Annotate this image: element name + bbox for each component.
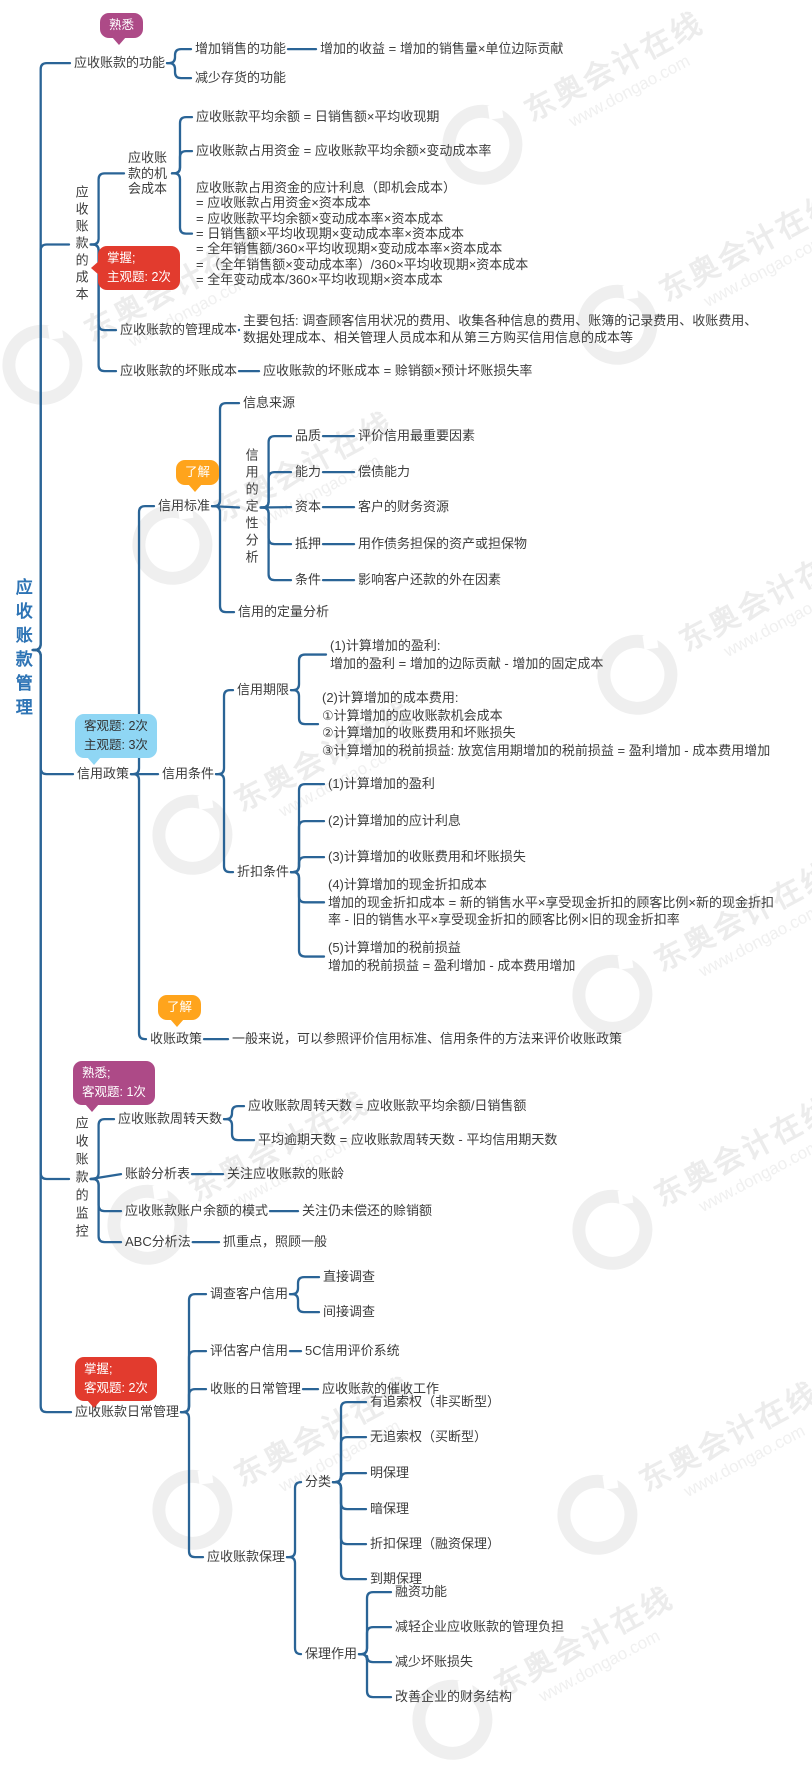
topic-q4-desc[interactable]: 用作债务担保的资产或担保物	[358, 536, 528, 551]
badge-b4-familiar: 熟悉; 客观题: 1次	[73, 1061, 155, 1111]
topic-b2c2-desc[interactable]: 主要包括: 调查顾客信用状况的费用、收集各种信息的费用、账簿的记录费用、收账费用…	[243, 313, 758, 345]
topic-b4c4[interactable]: ABC分析法	[125, 1234, 191, 1249]
topic-b5c4s1[interactable]: 分类	[305, 1474, 332, 1489]
topic-a1[interactable]: 融资功能	[395, 1584, 448, 1599]
topic-q5[interactable]: 条件	[295, 572, 322, 587]
topic-q5-desc[interactable]: 影响客户还款的外在因素	[358, 572, 502, 587]
topic-a2[interactable]: 减轻企业应收账款的管理负担	[395, 1619, 565, 1634]
topic-b2c2[interactable]: 应收账款的管理成本	[120, 322, 238, 337]
topic-q1-desc[interactable]: 评价信用最重要因素	[358, 428, 476, 443]
topic-b3c2s1[interactable]: 信用期限	[237, 682, 290, 697]
topic-b4c1[interactable]: 应收账款周转天数	[118, 1111, 223, 1126]
topic-b4c4-desc[interactable]: 抓重点，照顾一般	[223, 1234, 328, 1249]
topic-b2[interactable]: 应收账款的成本	[73, 185, 89, 304]
topic-d2[interactable]: (2)计算增加的应计利息	[328, 813, 461, 828]
topic-b3c2s1-t2[interactable]: (2)计算增加的成本费用: ①计算增加的应收账款机会成本 ②计算增加的收账费用和…	[322, 690, 771, 758]
topic-b3c2s1-t1[interactable]: (1)计算增加的盈利: 增加的盈利 = 增加的边际贡献 - 增加的固定成本	[330, 638, 604, 671]
topic-b3c1[interactable]: 信用标准	[158, 498, 211, 513]
topic-b2c1[interactable]: 应收账款的机会成本	[128, 150, 168, 197]
badge-b3c3-understand: 了解	[158, 995, 202, 1027]
topic-b1c1-desc[interactable]: 增加的收益 = 增加的销售量×单位边际贡献	[320, 41, 564, 56]
badge-b2-master: 掌握; 主观题: 2次	[91, 246, 180, 290]
topic-b4c1-f1[interactable]: 应收账款周转天数 = 应收账款平均余额/日销售额	[248, 1098, 527, 1113]
topic-b3c2[interactable]: 信用条件	[162, 766, 215, 781]
topic-b1c2[interactable]: 减少存货的功能	[195, 70, 287, 85]
topic-q2-desc[interactable]: 偿债能力	[358, 464, 411, 479]
topic-b5c3[interactable]: 收账的日常管理	[210, 1381, 302, 1396]
topic-b3[interactable]: 信用政策	[77, 766, 130, 781]
topic-d4[interactable]: (4)计算增加的现金折扣成本 增加的现金折扣成本 = 新的销售水平×享受现金折扣…	[328, 877, 774, 928]
badge-b5-master: 掌握; 客观题: 2次	[75, 1357, 157, 1407]
topic-b3c1s2[interactable]: 信用的定性分析	[243, 448, 259, 567]
topic-b3c1s3[interactable]: 信用的定量分析	[238, 604, 330, 619]
topic-b2c1-f2[interactable]: 应收账款占用资金 = 应收账款平均余额×变动成本率	[196, 143, 492, 158]
badge-b1-familiar: 熟悉	[100, 13, 144, 45]
topic-b5c2[interactable]: 评估客户信用	[210, 1343, 289, 1358]
topic-q2[interactable]: 能力	[295, 464, 322, 479]
badge-b3-frequency: 客观题: 2次 主观题: 3次	[75, 714, 157, 764]
root-topic[interactable]: 应收账款管理	[12, 578, 32, 722]
topic-b2c3-desc[interactable]: 应收账款的坏账成本 = 赊销额×预计坏账损失率	[263, 363, 533, 378]
topic-b1c1[interactable]: 增加销售的功能	[195, 41, 287, 56]
topic-b3c1s1[interactable]: 信息来源	[243, 395, 296, 410]
topic-g4[interactable]: 暗保理	[370, 1501, 410, 1516]
topic-b5c1s1[interactable]: 直接调查	[323, 1269, 376, 1284]
topic-b5c4[interactable]: 应收账款保理	[207, 1549, 286, 1564]
topic-b4c2-desc[interactable]: 关注应收账款的账龄	[227, 1166, 345, 1181]
topic-q1[interactable]: 品质	[295, 428, 322, 443]
topic-b3c3-desc[interactable]: 一般来说，可以参照评价信用标准、信用条件的方法来评价收账政策	[232, 1031, 623, 1046]
topic-a3[interactable]: 减少坏账损失	[395, 1654, 474, 1669]
badge-b3c1-understand: 了解	[176, 460, 220, 492]
topic-b5c1s2[interactable]: 间接调查	[323, 1304, 376, 1319]
topic-b2c1-f3[interactable]: 应收账款占用资金的应计利息（即机会成本） = 应收账款占用资金×资本成本 = 应…	[196, 180, 529, 287]
topic-b1[interactable]: 应收账款的功能	[74, 55, 166, 70]
topic-d1[interactable]: (1)计算增加的盈利	[328, 776, 435, 791]
topic-b5c2-desc[interactable]: 5C信用评价系统	[305, 1343, 400, 1358]
topic-q4[interactable]: 抵押	[295, 536, 322, 551]
topic-a4[interactable]: 改善企业的财务结构	[395, 1689, 513, 1704]
topic-b4[interactable]: 应收账款的监控	[73, 1116, 89, 1242]
topic-g5[interactable]: 折扣保理（融资保理）	[370, 1536, 501, 1551]
topic-d3[interactable]: (3)计算增加的收账费用和坏账损失	[328, 849, 526, 864]
topic-b2c1-f1[interactable]: 应收账款平均余额 = 日销售额×平均收现期	[196, 109, 440, 124]
topic-b5[interactable]: 应收账款日常管理	[75, 1404, 180, 1419]
topic-b3c3[interactable]: 收账政策	[150, 1031, 203, 1046]
topic-d5[interactable]: (5)计算增加的税前损益 增加的税前损益 = 盈利增加 - 成本费用增加	[328, 940, 576, 973]
topic-b5c3-desc[interactable]: 应收账款的催收工作	[322, 1381, 440, 1396]
topic-b4c3-desc[interactable]: 关注仍未偿还的赊销额	[302, 1203, 433, 1218]
topic-g6[interactable]: 到期保理	[370, 1571, 423, 1586]
topic-b3c2s2[interactable]: 折扣条件	[237, 864, 290, 879]
topic-b5c1[interactable]: 调查客户信用	[210, 1286, 289, 1301]
topic-g1[interactable]: 有追索权（非买断型）	[370, 1394, 501, 1409]
topic-b4c3[interactable]: 应收账款账户余额的模式	[125, 1203, 269, 1218]
topic-q3[interactable]: 资本	[295, 499, 322, 514]
topic-b4c1-f2[interactable]: 平均逾期天数 = 应收账款周转天数 - 平均信用期天数	[258, 1132, 558, 1147]
topic-b5c4s2[interactable]: 保理作用	[305, 1646, 358, 1661]
topic-q3-desc[interactable]: 客户的财务资源	[358, 499, 450, 514]
topic-g2[interactable]: 无追索权（买断型）	[370, 1429, 488, 1444]
topic-g3[interactable]: 明保理	[370, 1465, 410, 1480]
topic-b4c2[interactable]: 账龄分析表	[125, 1166, 191, 1181]
topic-b2c3[interactable]: 应收账款的坏账成本	[120, 363, 238, 378]
